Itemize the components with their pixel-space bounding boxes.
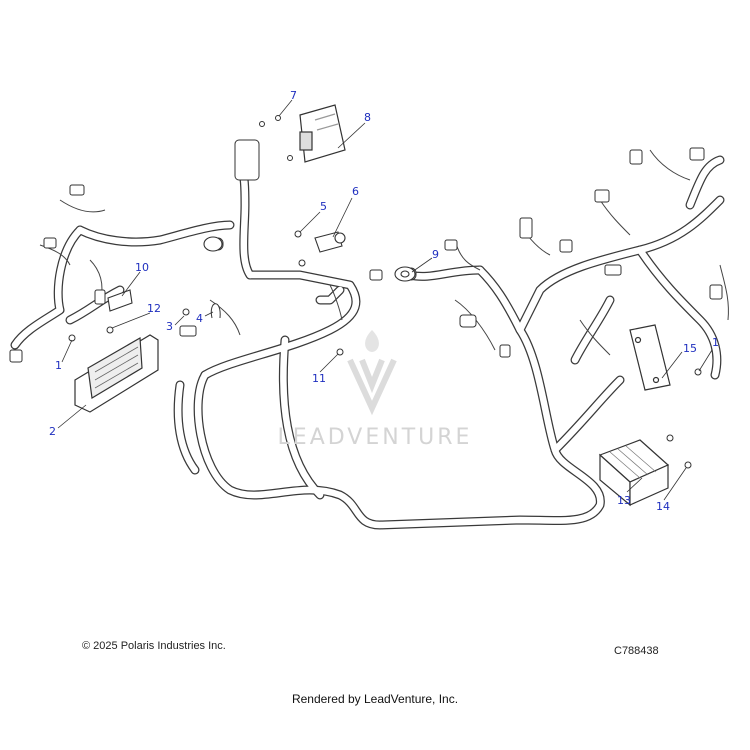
harness-branches: [39, 149, 729, 356]
watermark-text: LEADVENTURE: [277, 425, 473, 450]
connectors: [9, 139, 723, 363]
callout-7[interactable]: 7: [290, 89, 297, 102]
leader-lines: [57, 99, 713, 501]
callout-3[interactable]: 3: [166, 320, 173, 333]
bracket-part-15: [629, 324, 671, 391]
callout-8[interactable]: 8: [364, 111, 371, 124]
callout-4[interactable]: 4: [196, 312, 203, 325]
fasteners: [68, 115, 702, 469]
callout-6[interactable]: 6: [352, 185, 359, 198]
callout-1-right[interactable]: 1: [712, 336, 719, 349]
callout-12[interactable]: 12: [147, 302, 161, 315]
harness-main: [10, 155, 725, 530]
grommets: [107, 236, 416, 312]
bracket-module-part-2: [74, 334, 159, 413]
callout-10[interactable]: 10: [135, 261, 149, 274]
callout-5[interactable]: 5: [320, 200, 327, 213]
callout-1-left[interactable]: 1: [55, 359, 62, 372]
rendered-by-text: Rendered by LeadVenture, Inc.: [291, 692, 459, 706]
callout-9[interactable]: 9: [432, 248, 439, 261]
callout-14[interactable]: 14: [656, 500, 670, 513]
watermark-logo: [347, 330, 397, 416]
callout-13[interactable]: 13: [617, 494, 631, 507]
part-code-text: C788438: [614, 645, 659, 657]
copyright-text: © 2025 Polaris Industries Inc.: [82, 640, 226, 652]
ecu-part-8: [299, 104, 346, 163]
callout-11[interactable]: 11: [312, 372, 326, 385]
regulator-part-13: [598, 439, 670, 507]
callout-2[interactable]: 2: [49, 425, 56, 438]
callout-15[interactable]: 15: [683, 342, 697, 355]
sensor-part-6: [314, 231, 346, 253]
